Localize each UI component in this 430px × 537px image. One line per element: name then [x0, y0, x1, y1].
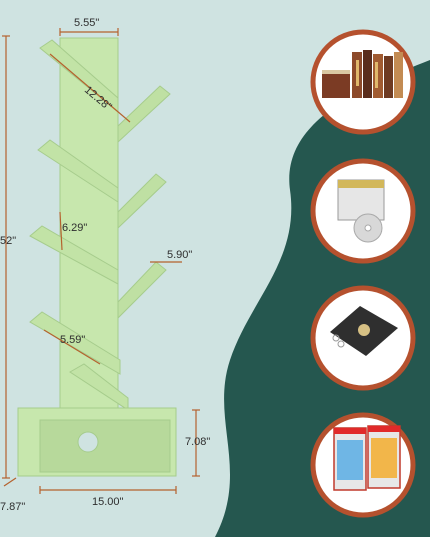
dim-branch-mid: 6.29" [62, 222, 87, 234]
cable-hole [77, 431, 99, 453]
branch-right-1 [117, 85, 171, 144]
cd-case-icon [337, 179, 385, 243]
storage-example-books [310, 29, 416, 135]
branch-right-3 [117, 261, 167, 320]
dim-branch-low: 5.59" [60, 334, 85, 346]
branch-left-5 [69, 363, 129, 411]
dim-base-width: 15.00" [92, 496, 124, 508]
dim-top-width: 5.55" [74, 17, 99, 29]
branch-left-2 [37, 139, 119, 203]
dark-wave-background [215, 0, 430, 537]
dim-depth: 7.87" [0, 501, 25, 513]
dim-cube-height: 7.08" [185, 436, 210, 448]
storage-example-cds [310, 158, 416, 264]
books-icon [322, 50, 403, 98]
game-cases-icon [333, 425, 401, 491]
dim-total-height: 52" [0, 235, 16, 247]
dimension-lines [2, 28, 200, 494]
storage-example-album [310, 285, 416, 391]
branch-left-1 [39, 39, 119, 114]
photo-album-icon [330, 306, 398, 356]
branch-left-3 [29, 225, 119, 285]
tree-bookshelf [17, 37, 177, 477]
dim-branch-right: 5.90" [167, 249, 192, 261]
storage-example-games [310, 412, 416, 518]
branch-left-4 [29, 311, 121, 375]
bottom-cube-opening [39, 419, 171, 473]
branch-right-2 [117, 173, 167, 230]
